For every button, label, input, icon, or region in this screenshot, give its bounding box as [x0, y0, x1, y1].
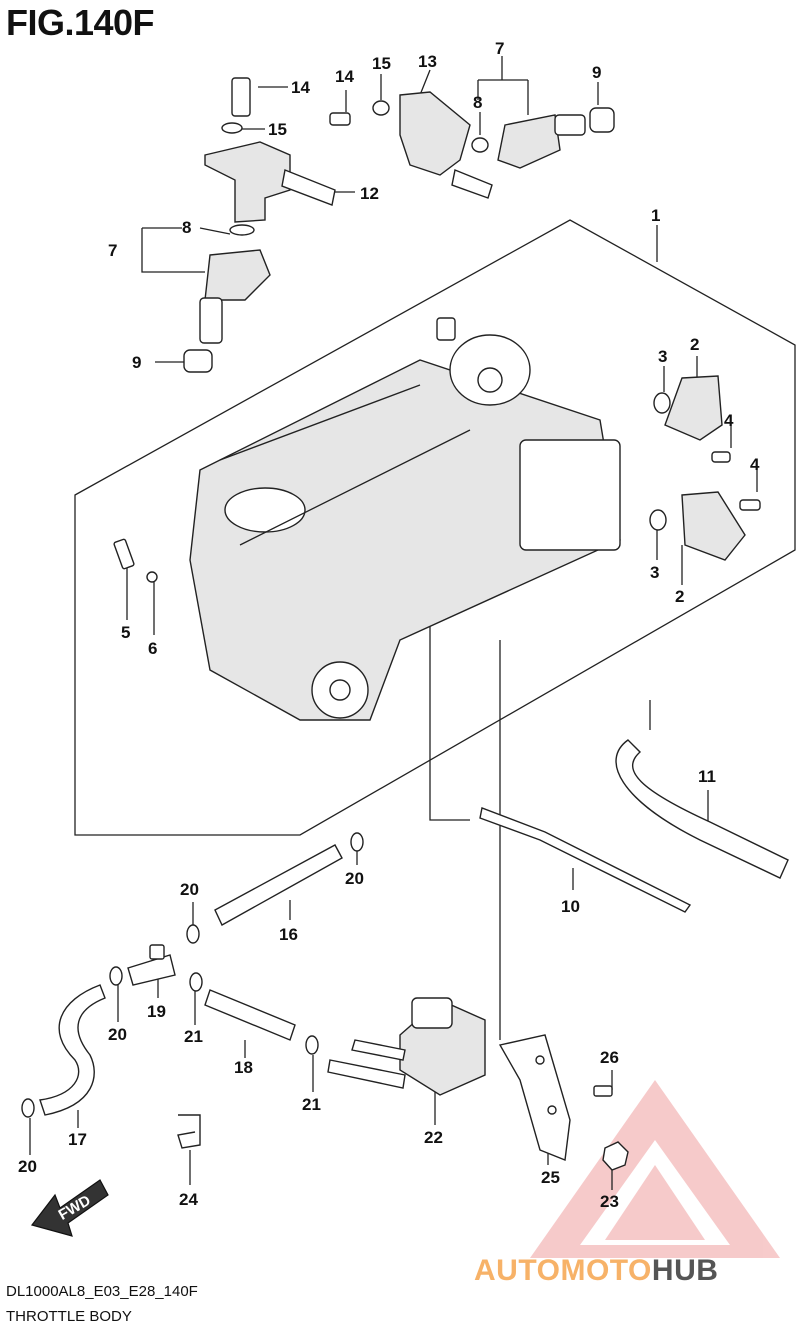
- callout-10: 10: [561, 897, 580, 916]
- watermark-part2: HUB: [651, 1254, 719, 1287]
- hose-16: [214, 844, 343, 926]
- callout-1: 1: [651, 206, 660, 225]
- hose-17: [39, 984, 106, 1116]
- watermark-logo: [530, 1080, 780, 1258]
- callout-14: 14: [335, 67, 354, 86]
- callout-7: 7: [108, 241, 117, 260]
- callout-14: 14: [291, 78, 310, 97]
- callout-3: 3: [658, 347, 667, 366]
- callout-17: 17: [68, 1130, 87, 1149]
- hose-10: [479, 807, 692, 913]
- leader-lines: [29, 56, 758, 1190]
- screw-5: [113, 538, 135, 570]
- fuel-delivery-pipe: [204, 77, 336, 236]
- callout-20: 20: [180, 880, 199, 899]
- callout-20: 20: [108, 1025, 127, 1044]
- callout-9: 9: [592, 63, 601, 82]
- callout-26: 26: [600, 1048, 619, 1067]
- callout-12: 12: [360, 184, 379, 203]
- callout-3: 3: [650, 563, 659, 582]
- throttle-body-assembly: [189, 317, 621, 721]
- clip-24: [177, 1114, 201, 1149]
- callout-9: 9: [132, 353, 141, 372]
- assembly-outline: [74, 219, 796, 836]
- callout-8: 8: [473, 93, 482, 112]
- o-ring-6: [146, 571, 158, 583]
- watermark-part1: AUTOMOTO: [474, 1254, 652, 1287]
- callout-8: 8: [182, 218, 191, 237]
- callout-7: 7: [495, 39, 504, 58]
- sensor-upper: [653, 375, 731, 463]
- callout-5: 5: [121, 623, 130, 642]
- callout-11: 11: [698, 767, 716, 786]
- solenoid-valve-22: [327, 997, 486, 1096]
- callouts: 1 2 2 3 3 4 4 5 6 7 7 8 8 9 9 10 11 12 1…: [18, 39, 760, 1211]
- callout-15: 15: [372, 54, 391, 73]
- nut-23: [602, 1141, 629, 1171]
- fuel-injector-left: [183, 249, 271, 373]
- bracket-25: [498, 1034, 571, 1161]
- fuel-injector-right: [471, 107, 615, 169]
- callout-4: 4: [724, 411, 734, 430]
- figure-code: DL1000AL8_E03_E28_140F: [6, 1283, 198, 1300]
- callout-25: 25: [541, 1168, 560, 1187]
- callout-20: 20: [345, 869, 364, 888]
- watermark-text: AUTOMOTOHUB: [474, 1254, 718, 1288]
- callout-21: 21: [184, 1027, 203, 1046]
- figure-caption: THROTTLE BODY: [6, 1308, 132, 1325]
- callout-6: 6: [148, 639, 157, 658]
- joint-19: [127, 944, 176, 986]
- callout-23: 23: [600, 1192, 619, 1211]
- callout-2: 2: [675, 587, 684, 606]
- bolt-26: [593, 1085, 613, 1097]
- callout-24: 24: [179, 1190, 198, 1209]
- callout-20: 20: [18, 1157, 37, 1176]
- callout-16: 16: [279, 925, 298, 944]
- callout-21: 21: [302, 1095, 321, 1114]
- fwd-arrow-icon: FWD: [30, 1179, 109, 1237]
- callout-19: 19: [147, 1002, 166, 1021]
- callout-15: 15: [268, 120, 287, 139]
- callout-13: 13: [418, 52, 437, 71]
- callout-22: 22: [424, 1128, 443, 1147]
- callout-4: 4: [750, 455, 760, 474]
- hose-18: [204, 989, 296, 1041]
- injector-bracket: [329, 91, 493, 199]
- figure-title: FIG.140F: [6, 2, 155, 43]
- clamps: [21, 832, 364, 1118]
- callout-2: 2: [690, 335, 699, 354]
- sensor-lower: [649, 491, 761, 561]
- callout-18: 18: [234, 1058, 253, 1077]
- hose-11: [615, 739, 789, 879]
